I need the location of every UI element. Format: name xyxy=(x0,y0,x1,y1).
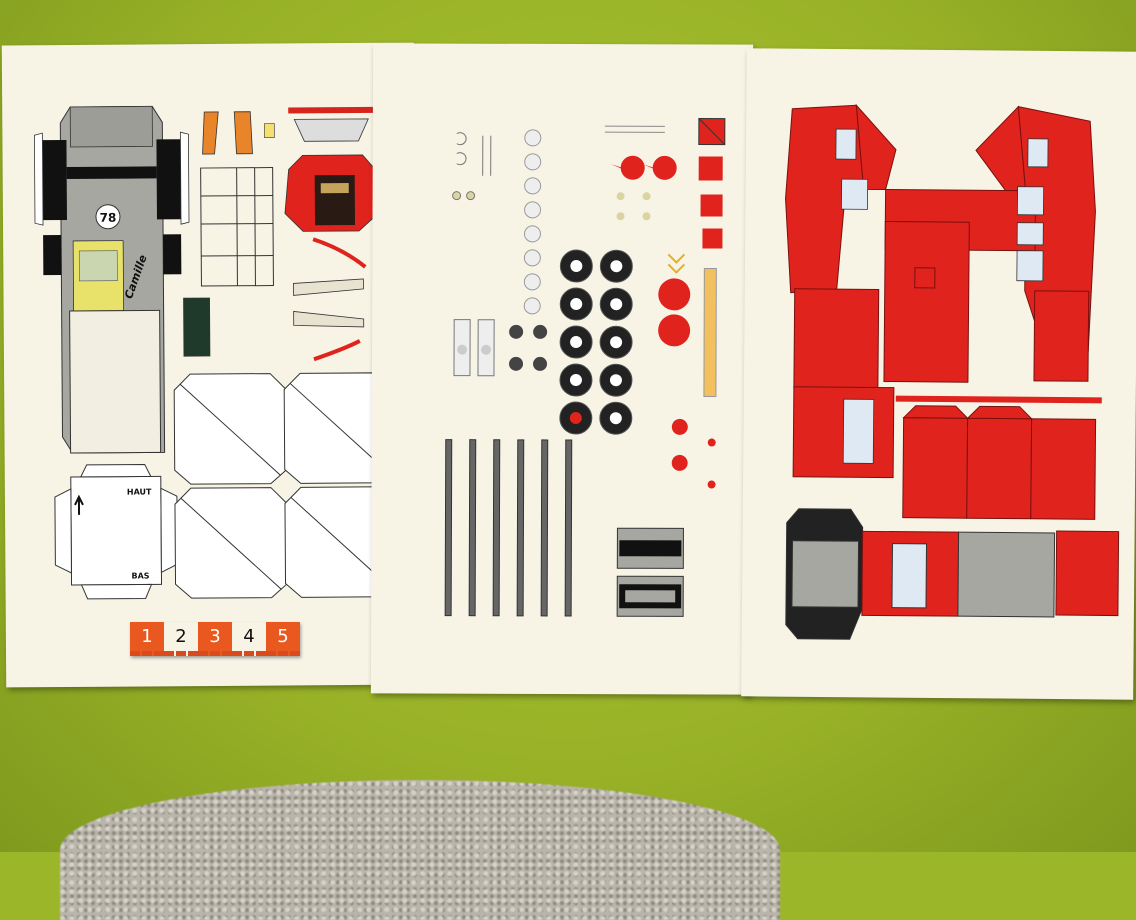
small-parts xyxy=(454,320,547,376)
axle-strips xyxy=(445,440,572,616)
middle-sheet-drawing xyxy=(371,43,753,694)
fluffy-cloth xyxy=(60,780,780,920)
square-nets xyxy=(174,373,398,599)
dark-panel xyxy=(184,298,210,356)
strip-cell: 1 xyxy=(130,622,164,656)
right-paper-sheet xyxy=(741,48,1136,699)
cab-net xyxy=(786,509,1119,642)
box-top-label: HAUT xyxy=(127,487,152,496)
middle-paper-sheet xyxy=(371,43,753,694)
strip-cell: 3 xyxy=(198,622,232,656)
red-strip xyxy=(896,396,1102,404)
right-sheet-drawing xyxy=(741,48,1136,699)
strip-cell: 2 xyxy=(164,622,198,656)
bumper-net xyxy=(903,406,1096,520)
number-strip: 1 2 3 4 5 xyxy=(130,622,300,656)
left-sheet-drawing: 78 Camille HAUT BAS xyxy=(2,43,418,688)
left-paper-sheet: 78 Camille HAUT BAS xyxy=(2,43,418,688)
wheel-set xyxy=(560,250,633,434)
top-center-parts xyxy=(202,107,380,360)
strip-cell: 5 xyxy=(266,622,300,656)
box-bottom-label: BAS xyxy=(131,571,149,580)
grid-net xyxy=(201,168,274,286)
grille-pieces xyxy=(617,528,683,616)
chassis-net xyxy=(34,106,190,453)
small-clips xyxy=(453,133,491,200)
car-number-label: 78 xyxy=(100,211,117,225)
disc-column xyxy=(524,130,541,314)
box-net xyxy=(55,464,178,599)
strip-cell: 4 xyxy=(232,622,266,656)
